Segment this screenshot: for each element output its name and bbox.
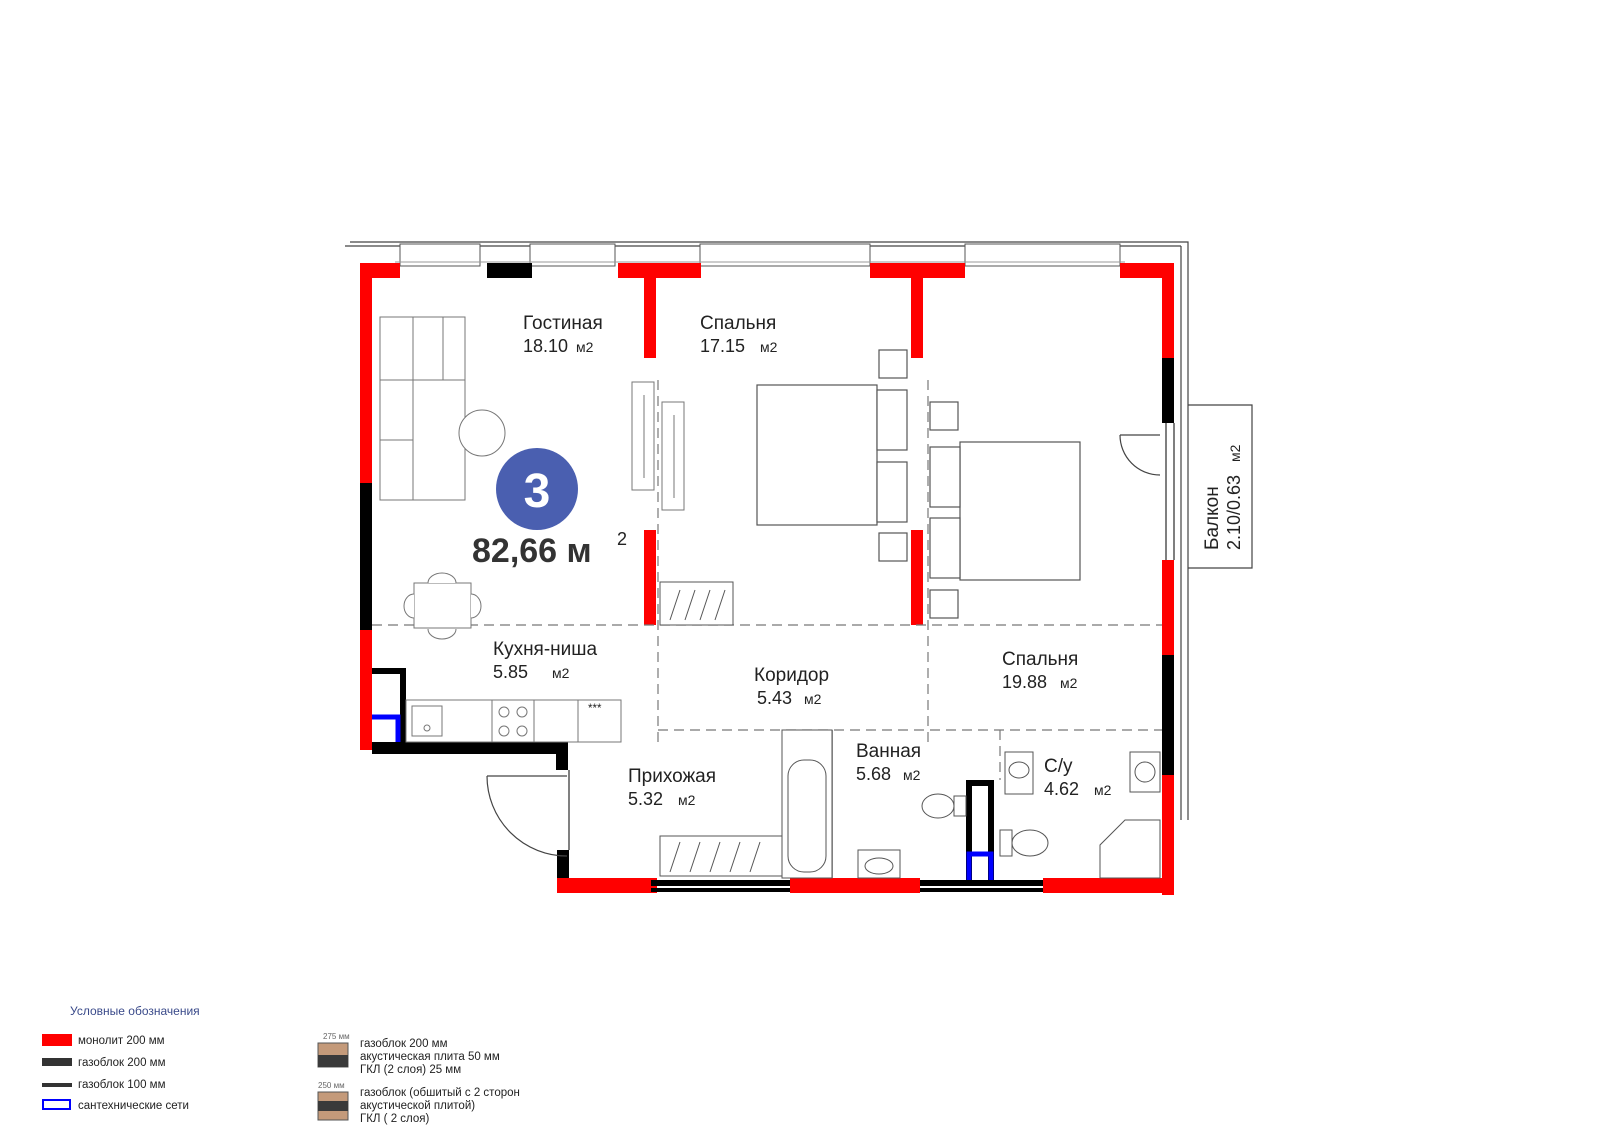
top-windows [395, 243, 1125, 267]
legend-plumbing-swatch [42, 1099, 71, 1110]
legend-composite1-line3: ГКЛ (2 слоя) 25 мм [360, 1064, 461, 1076]
bedroom2-name: Спальня [1002, 649, 1078, 670]
room-boundaries [372, 380, 1162, 780]
bed-1 [756, 349, 908, 562]
legend-composite1-dim: 275 мм [323, 1032, 350, 1041]
kitchen-unit: м2 [552, 665, 570, 681]
corridor-area: 5.43 [757, 688, 792, 708]
rooms-count: 3 [524, 465, 551, 518]
dining-table [403, 572, 482, 640]
stove-marks: *** [588, 703, 602, 715]
bedroom1-area: 17.15 [700, 336, 745, 356]
kitchen-name: Кухня-ниша [493, 639, 598, 660]
legend-monolith: монолит 200 мм [78, 1035, 165, 1047]
living-room-name: Гостиная [523, 313, 603, 334]
hall-area: 5.32 [628, 789, 663, 809]
legend-composite2-line1: газоблок (обшитый с 2 сторон [360, 1087, 520, 1099]
bath-area: 5.68 [856, 764, 891, 784]
living-room-unit: м2 [576, 339, 594, 355]
balcony-area: 2.10/0.63 [1224, 475, 1244, 550]
legend-gasblock200: газоблок 200 мм [78, 1057, 166, 1069]
gasblock-walls [360, 263, 1174, 892]
legend-gasblock100-swatch [42, 1083, 72, 1087]
total-area: 82,66 м [472, 532, 592, 570]
legend-gasblock100: газоблок 100 мм [78, 1079, 166, 1091]
hall-name: Прихожая [628, 766, 716, 787]
corridor-name: Коридор [754, 665, 829, 686]
legend-composite1-line2: акустическая плита 50 мм [360, 1051, 500, 1063]
legend-composite2-line2: акустической плитой) [360, 1100, 475, 1112]
legend-title: Условные обозначения [70, 1004, 200, 1018]
coffee-table [458, 409, 506, 457]
legend-composite2-line3: ГКЛ ( 2 слоя) [360, 1113, 429, 1125]
bedroom2-area: 19.88 [1002, 672, 1047, 692]
balcony-name: Балкон [1202, 486, 1223, 550]
hall-wardrobe [659, 835, 783, 877]
legend-composite2-dim: 250 мм [318, 1081, 345, 1090]
legend-composite1-line1: газоблок 200 мм [360, 1038, 448, 1050]
bath-name: Ванная [856, 741, 921, 762]
bedroom1-name: Спальня [700, 313, 776, 334]
bath-unit: м2 [903, 767, 921, 783]
balcony-unit: м2 [1227, 444, 1243, 462]
tv-unit [631, 381, 685, 511]
legend-plumbing: сантехнические сети [78, 1100, 189, 1112]
monolith-walls [360, 263, 1174, 895]
wc-name: С/у [1044, 756, 1073, 777]
bedroom1-unit: м2 [760, 339, 778, 355]
wc-unit: м2 [1094, 782, 1112, 798]
entrance-door [486, 775, 568, 857]
wc-area: 4.62 [1044, 779, 1079, 799]
bath-sink [857, 849, 901, 879]
bathtub [781, 729, 833, 879]
wc-fixtures [999, 751, 1161, 879]
hall-unit: м2 [678, 792, 696, 808]
legend-gasblock200-swatch [42, 1058, 72, 1066]
total-area-sup: 2 [617, 529, 627, 549]
bedroom2-unit: м2 [1060, 675, 1078, 691]
legend: Условные обозначения монолит 200 мм газо… [42, 1004, 520, 1125]
kitchen-area: 5.85 [493, 662, 528, 682]
bath-toilet [921, 793, 967, 819]
sofa [379, 316, 466, 501]
balcony [1119, 404, 1253, 569]
plumbing-risers [372, 714, 994, 880]
legend-monolith-swatch [42, 1034, 72, 1046]
wardrobe-1 [659, 581, 734, 626]
bed-2 [929, 401, 1081, 619]
rooms-count-badge [496, 448, 578, 530]
living-room-area: 18.10 [523, 336, 568, 356]
corridor-unit: м2 [804, 691, 822, 707]
kitchen-counter [405, 699, 622, 743]
